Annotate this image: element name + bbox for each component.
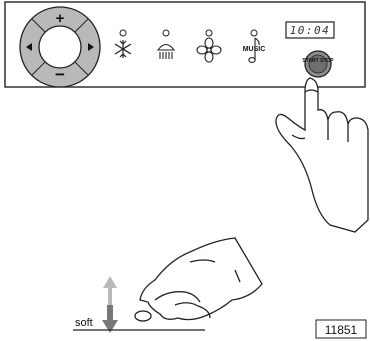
start-stop-label: START STOP xyxy=(302,58,334,64)
fan-indicator-led xyxy=(205,29,213,37)
hand-pressing-soft-icon xyxy=(134,237,263,322)
music-note-icon[interactable] xyxy=(248,37,260,63)
display-time: 10:04 xyxy=(290,24,331,37)
dpad-right-arrow[interactable] xyxy=(88,43,94,51)
lcd-display xyxy=(285,21,335,39)
dpad[interactable]: + − xyxy=(19,6,101,88)
shower-icon[interactable] xyxy=(156,43,176,60)
minus-symbol[interactable]: − xyxy=(55,65,65,84)
music-indicator-led xyxy=(250,29,258,37)
figure-number: 11851 xyxy=(325,323,358,337)
snowflake-indicator-led xyxy=(119,29,127,37)
start-stop-button[interactable]: START STOP xyxy=(302,50,334,78)
shower-indicator-led xyxy=(162,29,170,37)
snowflake-icon[interactable] xyxy=(114,40,132,58)
hand-pressing-icon xyxy=(275,77,369,233)
fan-icon[interactable] xyxy=(196,37,222,63)
soft-label: soft xyxy=(75,317,93,329)
plus-symbol[interactable]: + xyxy=(56,10,65,27)
figure-number-box xyxy=(315,319,367,339)
music-label: MUSIC xyxy=(243,46,266,53)
up-down-arrow-icon xyxy=(102,276,118,333)
dpad-left-arrow[interactable] xyxy=(26,43,32,51)
